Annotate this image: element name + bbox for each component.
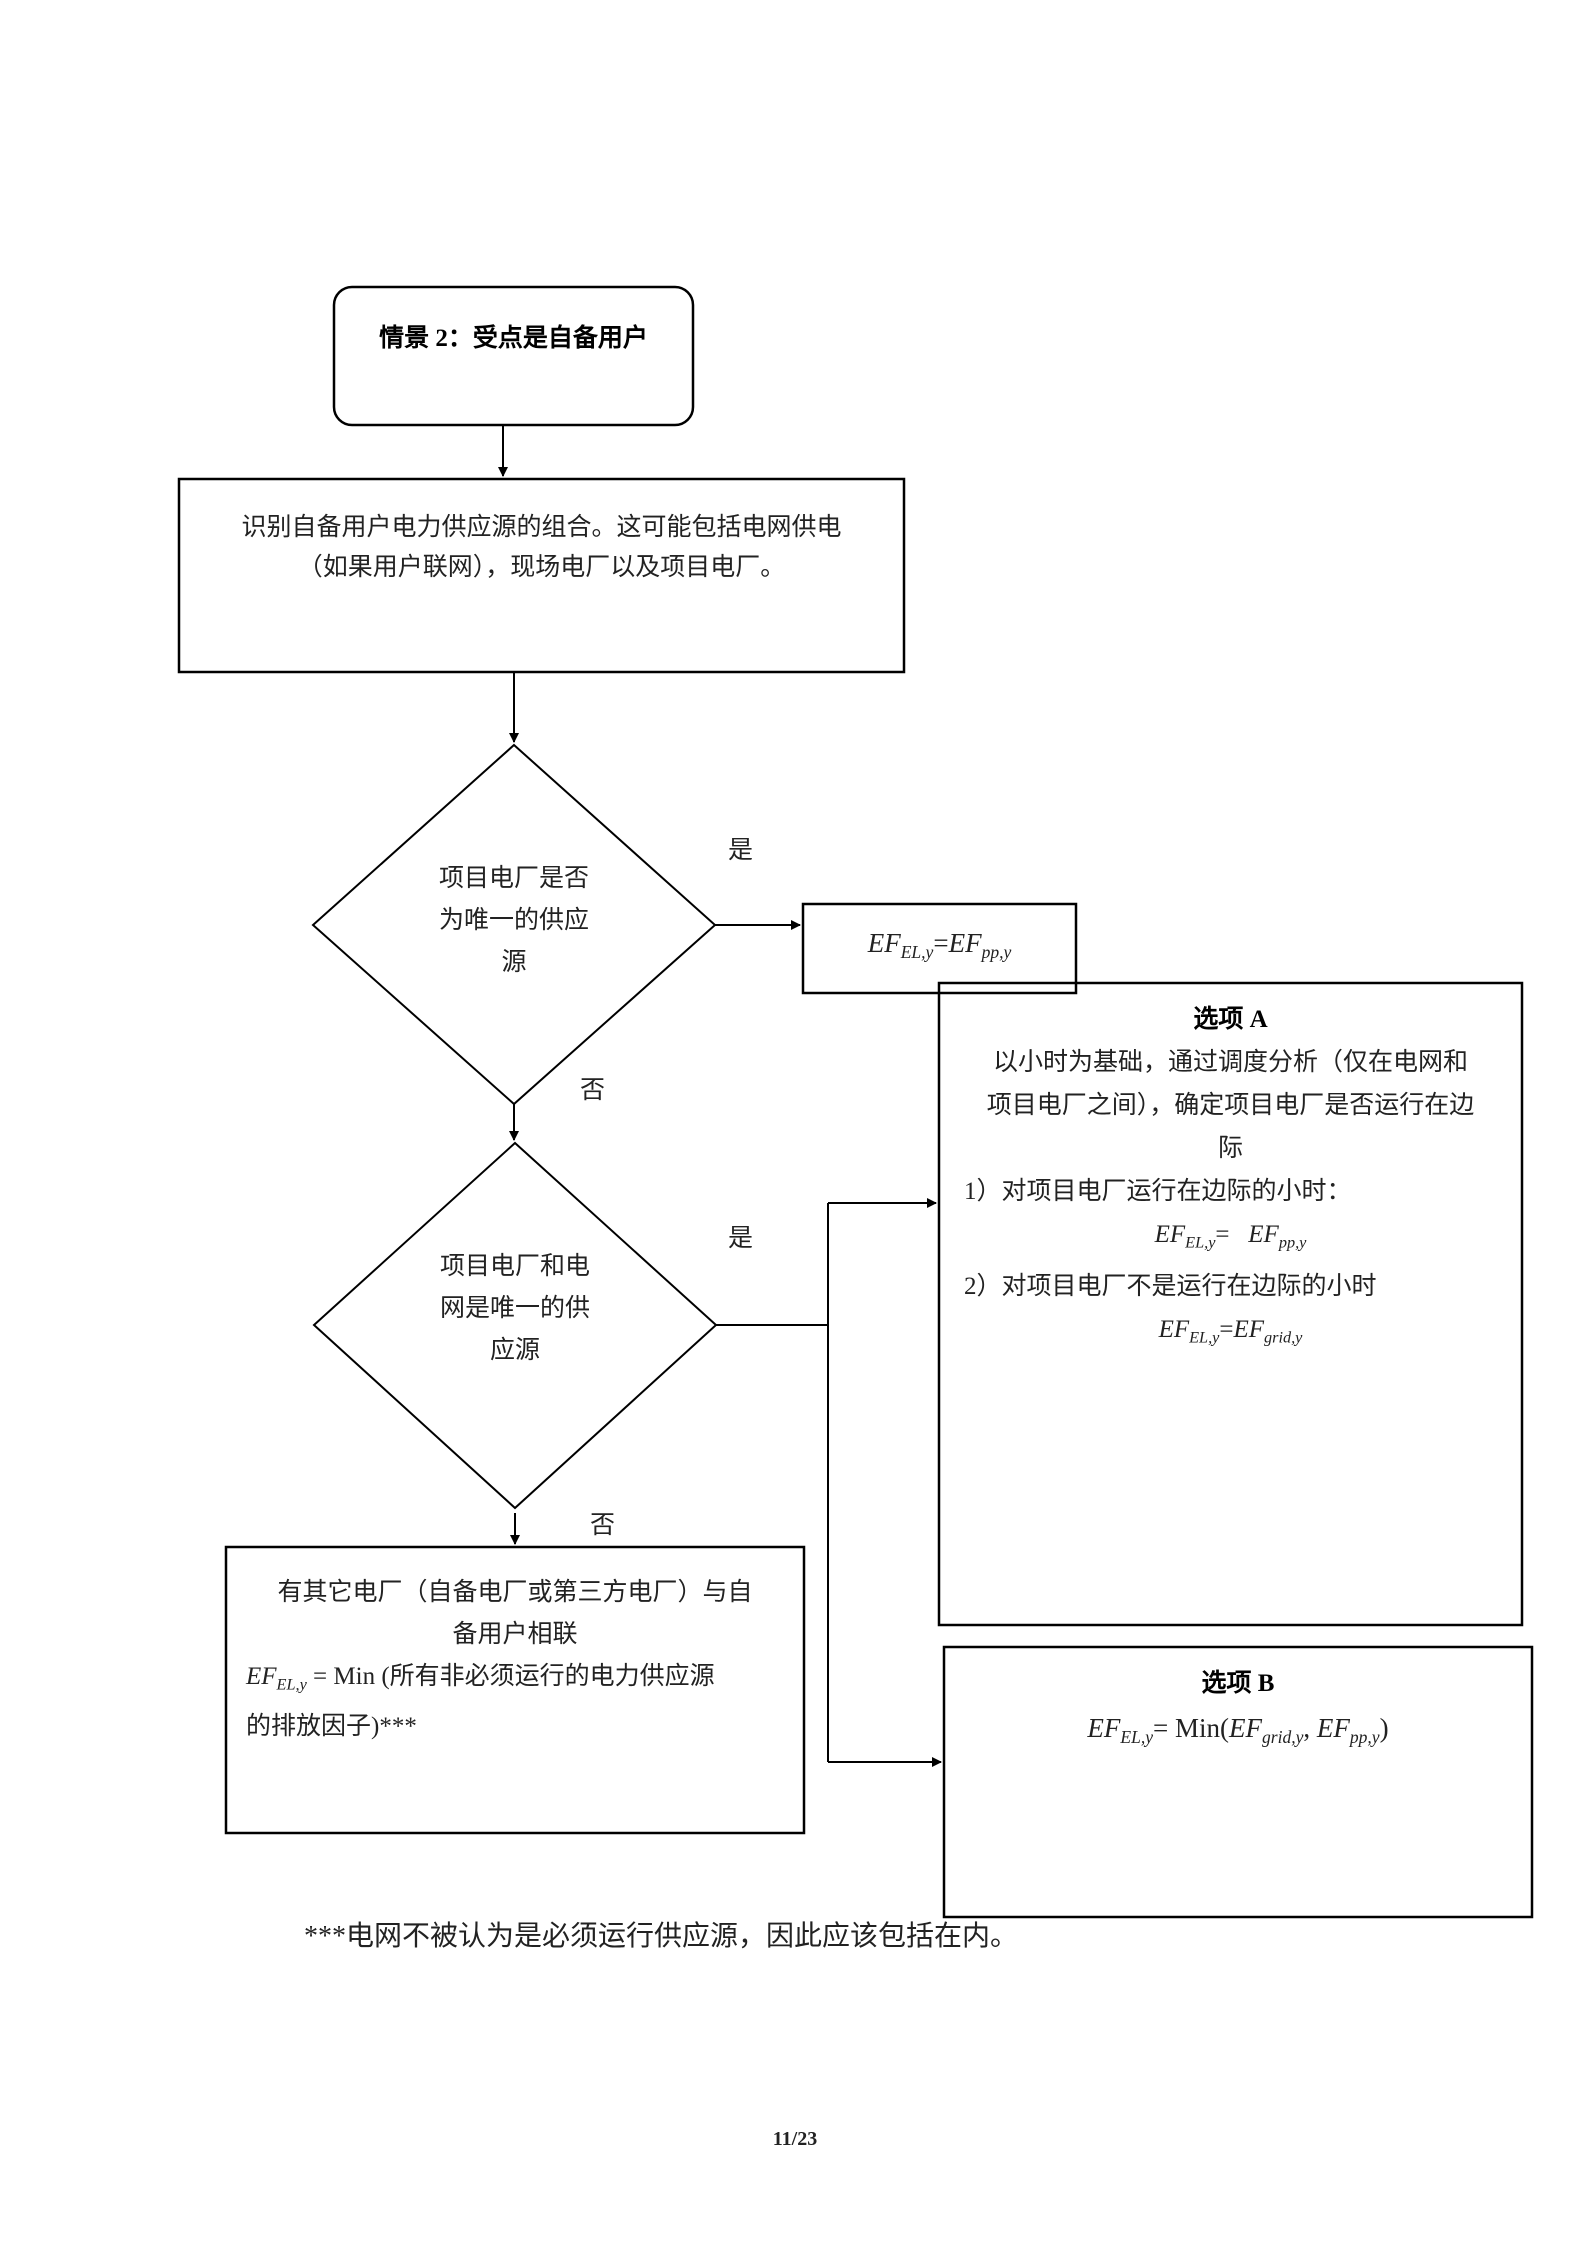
option-a-formula-2-eq: = xyxy=(1219,1315,1234,1343)
option-b-min: = Min( xyxy=(1153,1713,1229,1743)
decision-1-line-1: 项目电厂是否 xyxy=(438,865,589,892)
identify-line-2: （如果用户联网），现场电厂以及项目电厂。 xyxy=(297,554,786,581)
decision-2-text: 项目电厂和电 网是唯一的供 应源 xyxy=(415,1246,615,1372)
option-a-case-1: 1）对项目电厂运行在边际的小时： xyxy=(964,1178,1352,1205)
decision-2-yes-label: 是 xyxy=(728,1225,754,1252)
other-plants-formula-lhs: EF xyxy=(246,1663,277,1690)
option-a-case-2: 2）对项目电厂不是运行在边际的小时 xyxy=(964,1272,1377,1300)
result-1-rhs: EF xyxy=(948,928,982,958)
option-b-formula: EFEL,y= Min(EFgrid,y, EFpp,y) xyxy=(944,1706,1532,1759)
decision-2-line-3: 应源 xyxy=(489,1337,540,1364)
other-plants-content: 有其它电厂（自备电厂或第三方电厂）与自 备用户相联 EFEL,y = Min (… xyxy=(226,1572,804,1748)
option-a-formula-2-rhs: EF xyxy=(1233,1315,1265,1343)
identify-line-1: 识别自备用户电力供应源的组合。这可能包括电网供电 xyxy=(241,514,842,541)
option-a-formula-1-rhs: EF xyxy=(1248,1221,1279,1248)
other-plants-line-1: 有其它电厂（自备电厂或第三方电厂）与自 xyxy=(277,1579,753,1606)
decision-1-no-label: 否 xyxy=(580,1077,606,1104)
option-b-b-sub: pp,y xyxy=(1349,1727,1380,1748)
other-plants-line-2: 备用户相联 xyxy=(452,1621,578,1648)
option-a-formula-1-lhs: EF xyxy=(1154,1221,1186,1248)
result-1-lhs-sub: EL,y xyxy=(900,942,934,963)
page-number: 11/23 xyxy=(772,2128,818,2150)
other-plants-box xyxy=(224,1545,806,1835)
option-a-desc-1: 以小时为基础，通过调度分析（仅在电网和 xyxy=(992,1049,1468,1076)
option-a-formula-2-rhs-sub: grid,y xyxy=(1264,1328,1303,1347)
decision-2-line-1: 项目电厂和电 xyxy=(439,1253,590,1280)
decision-1-yes-label: 是 xyxy=(728,837,754,864)
identify-step-text: 识别自备用户电力供应源的组合。这可能包括电网供电 （如果用户联网），现场电厂以及… xyxy=(179,508,904,588)
result-1-rhs-sub: pp,y xyxy=(981,942,1012,963)
decision-1-line-3: 源 xyxy=(501,949,527,976)
identify-box xyxy=(177,477,906,674)
option-a-desc-3: 际 xyxy=(1217,1135,1243,1162)
decision-1-text: 项目电厂是否 为唯一的供应 源 xyxy=(414,858,614,984)
result-1-formula: EFEL,y=EFpp,y xyxy=(803,922,1076,973)
decision-2-diamond xyxy=(312,1141,718,1510)
option-a-content: 选项 A 以小时为基础，通过调度分析（仅在电网和 项目电厂之间），确定项目电厂是… xyxy=(939,998,1522,1359)
option-b-a-sub: grid,y xyxy=(1262,1727,1304,1748)
decision-2-no-label: 否 xyxy=(590,1512,616,1539)
option-b-content: 选项 B EFEL,y= Min(EFgrid,y, EFpp,y) xyxy=(944,1662,1532,1759)
result-1-eq: = xyxy=(933,928,949,958)
option-b-title: 选项 B xyxy=(1201,1670,1275,1697)
option-b-lhs: EF xyxy=(1087,1713,1121,1743)
option-a-formula-1: EFEL,y= EFpp,y xyxy=(939,1213,1522,1265)
option-b-sep: , xyxy=(1303,1713,1311,1743)
scenario-title: 情景 2：受点是自备用户 xyxy=(379,325,648,352)
scenario-box xyxy=(332,285,695,427)
option-a-desc-2: 项目电厂之间），确定项目电厂是否运行在边 xyxy=(986,1092,1475,1119)
other-plants-formula-line: EFEL,y = Min (所有非必须运行的电力供应源 xyxy=(226,1656,804,1706)
option-a-title: 选项 A xyxy=(1193,1006,1268,1033)
option-b-lhs-sub: EL,y xyxy=(1120,1727,1154,1748)
option-b-a: EF xyxy=(1229,1713,1262,1743)
option-a-formula-1-eq: = xyxy=(1215,1221,1230,1248)
result-1-lhs: EF xyxy=(867,928,901,958)
option-a-formula-2-lhs: EF xyxy=(1158,1315,1190,1343)
option-a-box xyxy=(937,981,1524,1627)
option-b-b: EF xyxy=(1316,1713,1350,1743)
option-a-formula-1-rhs-sub: pp,y xyxy=(1278,1233,1307,1252)
footnote: ***电网不被认为是必须运行供应源，因此应该包括在内。 xyxy=(304,1921,1019,1952)
option-a-formula-1-lhs-sub: EL,y xyxy=(1185,1233,1216,1252)
option-a-formula-2-lhs-sub: EL,y xyxy=(1189,1328,1220,1347)
other-plants-formula-sub: EL,y xyxy=(276,1675,307,1694)
option-b-box xyxy=(942,1645,1534,1919)
option-a-formula-2: EFEL,y=EFgrid,y xyxy=(939,1308,1522,1360)
other-plants-formula-rest: = Min (所有非必须运行的电力供应源 xyxy=(306,1663,715,1690)
other-plants-line-4: 的排放因子)*** xyxy=(246,1712,417,1740)
decision-2-line-2: 网是唯一的供 xyxy=(439,1295,590,1322)
option-b-close: ) xyxy=(1379,1713,1389,1743)
decision-1-line-2: 为唯一的供应 xyxy=(438,907,589,934)
